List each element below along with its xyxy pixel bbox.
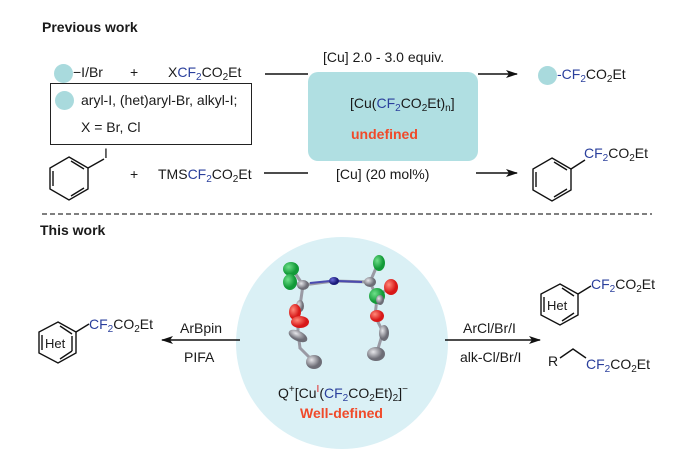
- cf2-sub: 2: [342, 393, 349, 404]
- product-tail: Et: [612, 66, 626, 82]
- co-text: CO: [348, 385, 370, 401]
- row1-product: -CF2CO2Et: [557, 66, 626, 85]
- co-text: CO: [201, 64, 223, 80]
- complex-tail: Et): [374, 385, 393, 401]
- co-sub: 2: [222, 72, 229, 83]
- cf2-text: CF: [586, 356, 605, 372]
- co-sub: 2: [232, 174, 239, 185]
- cu-text: [Cu: [294, 385, 317, 401]
- product-tail: Et: [634, 145, 649, 161]
- row1-condition: [Cu] 2.0 - 3.0 equiv.: [323, 49, 445, 65]
- formula-open: [Cu(: [350, 95, 377, 111]
- cf2-text: CF: [591, 276, 610, 292]
- paren-open: (: [319, 385, 324, 401]
- formula-close: ]: [450, 95, 455, 111]
- reagent-cf2: CF2: [177, 64, 202, 83]
- reagent-tail: Et: [238, 166, 252, 182]
- left-product: CF2CO2Et: [89, 316, 154, 335]
- row2-reagent: TMSCF2CO2Et: [158, 166, 252, 185]
- substrate-legend-box: [50, 83, 252, 145]
- co-sub: 2: [369, 393, 375, 404]
- product-tail: Et: [636, 356, 651, 372]
- cf2-sub: 2: [196, 72, 202, 83]
- row2-condition: [Cu] (20 mol%): [336, 166, 430, 182]
- iodo-atom-label: I: [104, 145, 108, 161]
- count-sub: 2: [392, 393, 399, 404]
- cf2-sub: 2: [395, 103, 401, 114]
- cu-oxidation-state: I: [316, 384, 320, 395]
- het-label-left: Het: [45, 336, 66, 351]
- undefined-label: undefined: [351, 126, 418, 142]
- well-defined-label: Well-defined: [300, 405, 383, 421]
- cf2-text: CF: [323, 385, 343, 401]
- cf2-sub: 2: [580, 74, 586, 85]
- well-defined-complex-circle: [236, 237, 448, 449]
- cf2-text: CF: [177, 64, 197, 80]
- row2-plus: +: [130, 166, 139, 182]
- bracket-close: ]: [398, 385, 403, 401]
- legend-line1: aryl-I, (het)aryl-Br, alkyl-I;: [81, 92, 238, 108]
- right-condition-below: alk-Cl/Br/I: [460, 349, 522, 365]
- iodobenzene-ring-icon: [49, 156, 105, 201]
- row1-plus: +: [130, 64, 139, 80]
- co-sub: 2: [421, 103, 428, 114]
- co-sub: 2: [631, 364, 637, 375]
- left-condition-above: ArBpin: [180, 320, 223, 336]
- co-text: CO: [113, 316, 135, 332]
- cf2-text: CF: [584, 145, 603, 161]
- previous-work-heading: Previous work: [42, 19, 138, 35]
- n-sub: n: [445, 103, 451, 114]
- legend-line2: X = Br, Cl: [81, 119, 141, 135]
- reagent-prefix: X: [168, 64, 178, 80]
- product-tail: Et: [641, 276, 656, 292]
- crystal-structure-image: [283, 255, 398, 369]
- row2-product: CF2CO2Et: [584, 145, 649, 164]
- co-text: CO: [610, 356, 632, 372]
- co-text: CO: [211, 166, 233, 182]
- substrate-circle-icon: [54, 64, 73, 83]
- formula-tail: Et): [427, 95, 446, 111]
- r-group-label: R: [548, 353, 559, 369]
- right-condition-above: ArCl/Br/I: [463, 320, 516, 336]
- cf2-sub: 2: [206, 174, 212, 185]
- product-circle-icon: [538, 66, 557, 85]
- het-label-right: Het: [547, 298, 568, 313]
- co-text: CO: [615, 276, 637, 292]
- reagent-prefix: TMS: [158, 166, 188, 182]
- cf2-sub: 2: [604, 364, 611, 375]
- co-text: CO: [608, 145, 630, 161]
- right-product1: CF2CO2Et: [591, 276, 656, 295]
- product-tail: Et: [139, 316, 154, 332]
- cf2-sub: 2: [602, 153, 609, 164]
- row1-reagent: XCF2CO2Et: [168, 64, 242, 83]
- cf2-text: CF: [376, 95, 396, 111]
- co-text: CO: [400, 95, 422, 111]
- co-sub: 2: [629, 153, 635, 164]
- cf2-sub: 2: [609, 284, 616, 295]
- q-charge: +: [288, 384, 295, 395]
- q-text: Q: [278, 385, 289, 401]
- cf2-text: -CF: [557, 66, 581, 82]
- cf2-text: CF: [89, 316, 108, 332]
- legend-circle-icon: [55, 91, 74, 110]
- co-sub: 2: [606, 74, 613, 85]
- undefined-cu-formula: [Cu(CF2CO2Et)n]: [350, 95, 455, 114]
- co-text: CO: [585, 66, 607, 82]
- co-sub: 2: [134, 324, 140, 335]
- row1-substrate-suffix: −I/Br: [73, 64, 103, 80]
- product-benzene-ring-icon: [532, 157, 586, 202]
- this-work-heading: This work: [40, 222, 106, 238]
- alkyl-chain-icon: [559, 348, 587, 359]
- co-sub: 2: [636, 284, 642, 295]
- undefined-cu-species-box: [308, 72, 478, 161]
- cf2-text: CF: [187, 166, 207, 182]
- het-ring-left-icon: [38, 321, 90, 364]
- het-ring-right-icon: [540, 283, 592, 326]
- complex-formula: Q+[CuI(CF2CO2Et)2]−: [278, 384, 408, 404]
- reagent-tail: Et: [228, 64, 242, 80]
- cf2-sub: 2: [107, 324, 114, 335]
- right-product2: CF2CO2Et: [586, 356, 651, 375]
- anion-charge: −: [402, 384, 408, 395]
- left-condition-below: PIFA: [184, 349, 215, 365]
